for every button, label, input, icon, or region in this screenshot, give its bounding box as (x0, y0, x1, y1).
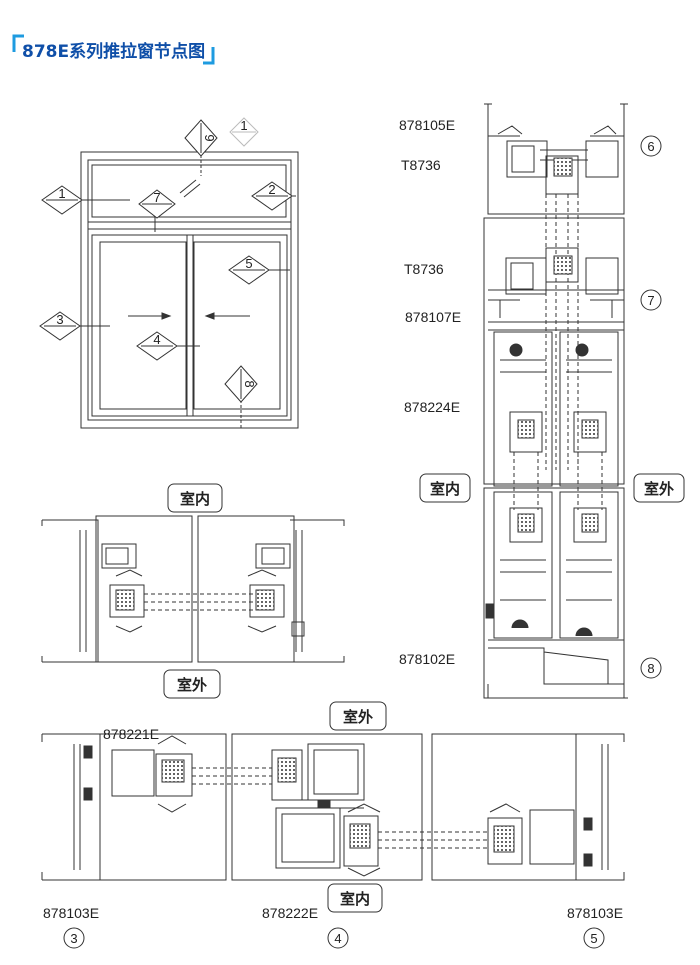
part-label-878103e-right: 878103E (567, 905, 623, 921)
arrowhead (204, 312, 215, 320)
fixed-light (91, 164, 287, 218)
svg-text:9: 9 (202, 134, 217, 141)
svg-text:3: 3 (70, 931, 77, 946)
svg-text:4: 4 (334, 931, 341, 946)
callout-5: 5 (228, 255, 270, 285)
detail-number-6: 6 (640, 135, 662, 157)
glass-mark-2 (183, 183, 201, 198)
horizontal-section (41, 733, 625, 881)
svg-text:8: 8 (242, 380, 257, 387)
part-label-878224e: 878224E (404, 399, 460, 415)
callout-8: 8 (224, 365, 258, 403)
part-label-t8736-upper: T8736 (401, 157, 441, 173)
header-bracket-left (12, 34, 24, 52)
detail-number-8: 8 (640, 657, 662, 679)
sill-box (483, 487, 625, 699)
svg-text:5: 5 (245, 256, 252, 271)
svg-text:室外: 室外 (644, 480, 674, 498)
detail-number-3: 3 (63, 927, 85, 949)
svg-text:8: 8 (647, 661, 654, 676)
outdoor-tag-horizontal: 室外 (329, 701, 387, 731)
svg-text:室内: 室内 (180, 490, 210, 508)
svg-text:7: 7 (647, 293, 654, 308)
callout-7: 7 (138, 189, 176, 219)
svg-text:6: 6 (647, 139, 654, 154)
horizontal-section-labels: 878221E 878103E 878222E 878103E 3 4 5 室外… (43, 701, 623, 949)
svg-text:4: 4 (153, 332, 160, 347)
svg-text:7: 7 (153, 190, 160, 205)
page-title: 878E系列推拉窗节点图 (22, 41, 205, 62)
outer-frame (80, 151, 299, 429)
head-frame (484, 103, 628, 215)
vertical-section (483, 103, 628, 699)
svg-text:1: 1 (240, 118, 247, 133)
svg-text:室内: 室内 (340, 890, 370, 908)
callout-9: 9 (184, 119, 218, 157)
detail-number-4: 4 (327, 927, 349, 949)
header-bracket-right (203, 47, 215, 65)
outdoor-tag-sash: 室外 (163, 669, 221, 699)
callout-2: 2 (251, 181, 293, 211)
part-label-878102e: 878102E (399, 651, 455, 667)
right-sash-glass (193, 241, 281, 410)
page-header: 878E系列推拉窗节点图 (12, 34, 215, 65)
glass-mark (179, 179, 197, 194)
indoor-tag-sash: 室内 (167, 483, 223, 513)
part-label-878103e-left: 878103E (43, 905, 99, 921)
vertical-section-labels: 878105E T8736 T8736 878107E 878224E 8781… (399, 117, 685, 679)
sash-meeting-section (41, 515, 345, 663)
callout-1-left: 1 (41, 185, 83, 215)
part-label-878107e: 878107E (405, 309, 461, 325)
frame-left (41, 519, 99, 663)
arrowhead (161, 312, 172, 320)
sash-meeting-labels: 室内 室外 (163, 483, 223, 699)
svg-text:3: 3 (56, 312, 63, 327)
indoor-tag-horizontal: 室内 (327, 883, 383, 913)
head-bead-left (506, 140, 548, 178)
left-sash-glass (99, 241, 187, 410)
elevation-callouts: 1 1 2 3 4 5 7 (39, 117, 293, 403)
svg-text:1: 1 (58, 186, 65, 201)
svg-text:室内: 室内 (430, 480, 460, 498)
inner-frame (87, 159, 292, 421)
callout-1-top: 1 (229, 117, 259, 147)
jamb-right (576, 733, 625, 881)
callout-3: 3 (39, 311, 81, 341)
svg-text:室外: 室外 (177, 676, 207, 694)
window-elevation (65, 140, 299, 429)
detail-number-7: 7 (640, 289, 662, 311)
frame-right (290, 519, 345, 663)
part-label-t8736-lower: T8736 (404, 261, 444, 277)
part-label-878221e: 878221E (103, 726, 159, 742)
part-label-878222e: 878222E (262, 905, 318, 921)
sash-left (493, 331, 553, 487)
outdoor-tag-vertical: 室外 (633, 473, 685, 503)
callout-4: 4 (136, 331, 178, 361)
part-label-878105e: 878105E (399, 117, 455, 133)
detail-number-5: 5 (583, 927, 605, 949)
svg-text:2: 2 (268, 182, 275, 197)
indoor-tag-vertical: 室内 (419, 473, 471, 503)
svg-text:室外: 室外 (343, 708, 373, 726)
right-sash (186, 234, 288, 417)
sash-right (559, 331, 619, 487)
svg-text:5: 5 (590, 931, 597, 946)
transom-box (483, 217, 625, 485)
